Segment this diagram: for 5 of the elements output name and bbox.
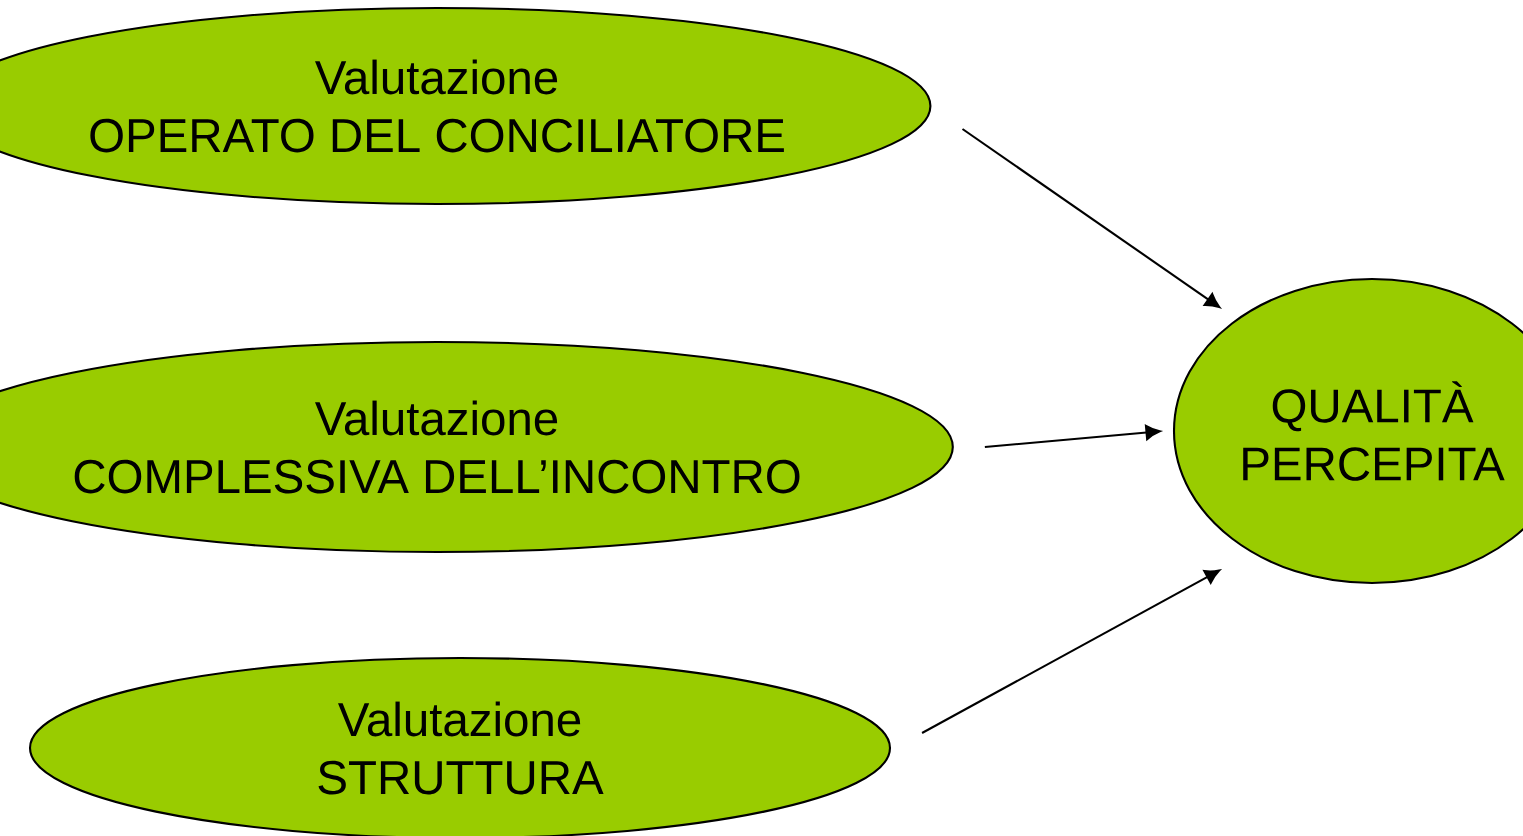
arrow — [961, 128, 1221, 309]
ellipse-node: Valutazione STRUTTURA — [28, 656, 892, 836]
arrow — [984, 424, 1161, 449]
arrow — [921, 569, 1221, 734]
circle-node: QUALITÀ PERCEPITA — [1172, 277, 1523, 585]
